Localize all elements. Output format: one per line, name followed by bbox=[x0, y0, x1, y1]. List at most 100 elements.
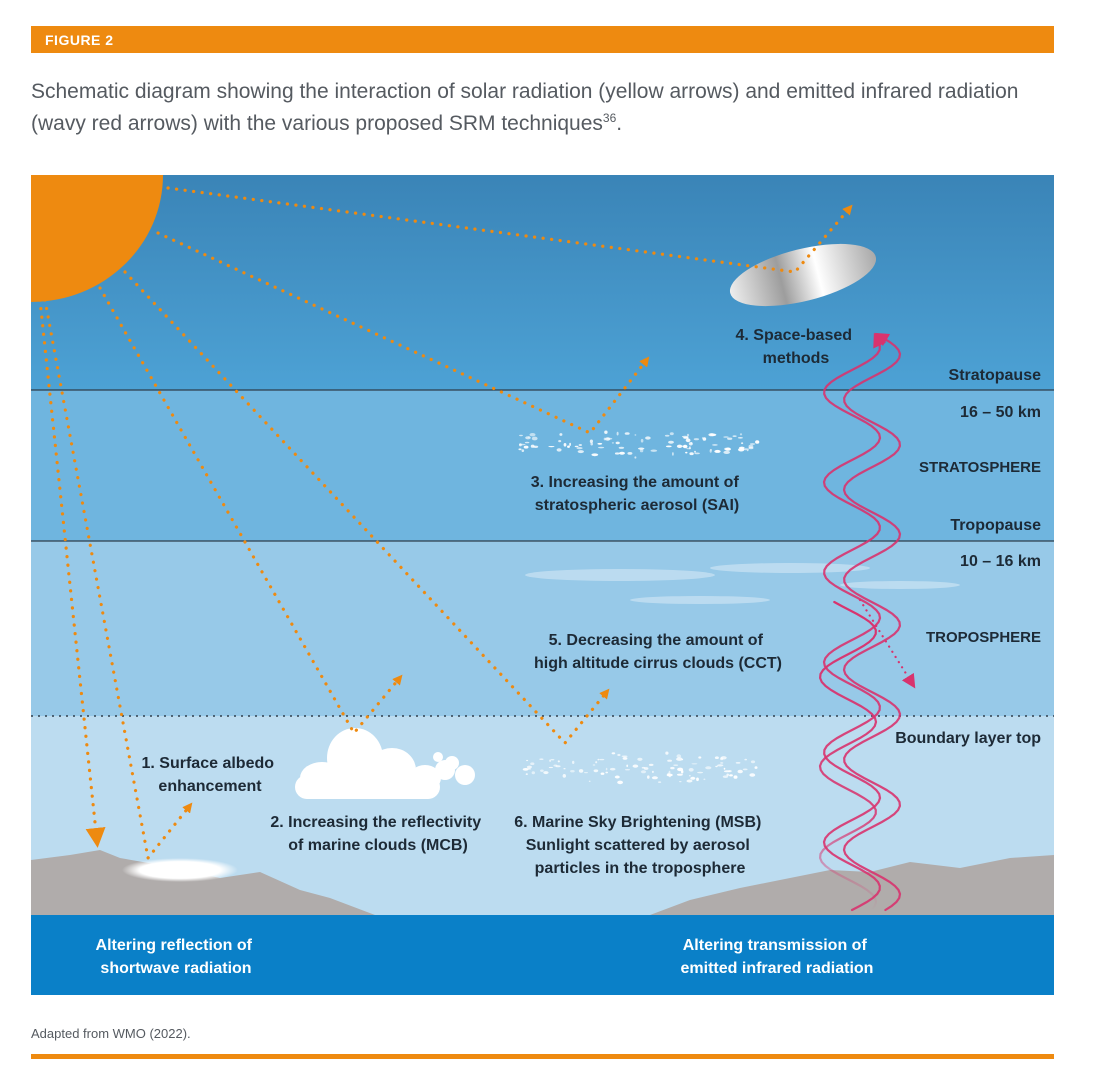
aerosol-particle bbox=[724, 770, 731, 772]
aerosol-particle bbox=[548, 446, 554, 447]
aerosol-particle bbox=[612, 752, 616, 754]
aerosol-particle bbox=[530, 433, 536, 436]
aerosol-particle bbox=[694, 438, 699, 440]
stratosphere-range: 16 – 50 km bbox=[960, 404, 1041, 421]
aerosol-particle bbox=[559, 433, 562, 436]
aerosol-particle bbox=[533, 446, 538, 448]
aerosol-particle bbox=[593, 764, 596, 765]
aerosol-particle bbox=[686, 438, 691, 442]
source-note: Adapted from WMO (2022). bbox=[31, 1026, 191, 1041]
aerosol-particle bbox=[685, 452, 687, 454]
aerosol-particle bbox=[649, 764, 654, 766]
aerosol-particle bbox=[686, 448, 691, 449]
aerosol-particle bbox=[698, 756, 701, 758]
aerosol-particle bbox=[679, 781, 682, 782]
technique-2-line1: 2. Increasing the reflectivity bbox=[270, 814, 481, 831]
aerosol-particle bbox=[740, 433, 742, 435]
aerosol-particle bbox=[652, 776, 658, 779]
aerosol-particle bbox=[689, 452, 693, 455]
aerosol-particle bbox=[526, 773, 528, 775]
aerosol-particle bbox=[572, 761, 574, 764]
aerosol-particle bbox=[750, 443, 755, 445]
aerosol-particle bbox=[640, 449, 643, 452]
aerosol-particle bbox=[687, 780, 693, 783]
aerosol-particle bbox=[570, 770, 575, 772]
technique-1-line2: enhancement bbox=[158, 778, 262, 795]
aerosol-particle bbox=[558, 440, 561, 442]
aerosol-particle bbox=[564, 443, 567, 447]
aerosol-particle bbox=[677, 445, 682, 448]
aerosol-particle bbox=[690, 777, 695, 780]
aerosol-particle bbox=[697, 772, 703, 774]
aerosol-particle bbox=[558, 760, 560, 762]
aerosol-particle bbox=[634, 456, 636, 458]
aerosol-particle bbox=[670, 767, 674, 769]
aerosol-particle bbox=[617, 781, 623, 785]
aerosol-particle bbox=[683, 445, 688, 449]
technique-6-line1: 6. Marine Sky Brightening (MSB) bbox=[514, 814, 761, 831]
technique-5-line2: high altitude cirrus clouds (CCT) bbox=[534, 655, 782, 672]
aerosol-particle bbox=[522, 449, 525, 452]
aerosol-particle bbox=[677, 768, 683, 772]
stratosphere-label: STRATOSPHERE bbox=[919, 459, 1041, 476]
aerosol-particle bbox=[604, 438, 607, 441]
aerosol-particle bbox=[749, 773, 755, 777]
troposphere-range: 10 – 16 km bbox=[960, 553, 1041, 570]
aerosol-particle bbox=[694, 453, 700, 455]
aerosol-particle bbox=[705, 766, 711, 769]
aerosol-particle bbox=[577, 447, 583, 449]
aerosol-particle bbox=[723, 436, 728, 438]
aerosol-particle bbox=[710, 449, 712, 451]
aerosol-particle bbox=[619, 447, 625, 449]
troposphere-label: TROPOSPHERE bbox=[926, 629, 1041, 646]
aerosol-particle bbox=[605, 772, 608, 774]
aerosol-particle bbox=[575, 446, 579, 447]
aerosol-particle bbox=[721, 756, 727, 759]
aerosol-particle bbox=[595, 761, 597, 763]
aerosol-particle bbox=[525, 436, 531, 439]
aerosol-particle bbox=[723, 775, 728, 778]
aerosol-particle bbox=[725, 448, 731, 451]
aerosol-particle bbox=[625, 769, 630, 770]
technique-3-line2: stratospheric aerosol (SAI) bbox=[535, 497, 740, 514]
technique-5-line1: 5. Decreasing the amount of bbox=[549, 632, 764, 649]
aerosol-particle bbox=[647, 775, 650, 778]
aerosol-particle bbox=[590, 443, 593, 446]
aerosol-particle bbox=[622, 756, 628, 757]
aerosol-particle bbox=[720, 762, 723, 764]
aerosol-particle bbox=[665, 435, 670, 437]
aerosol-particle bbox=[549, 767, 553, 768]
aerosol-particle bbox=[667, 760, 672, 762]
aerosol-particle bbox=[563, 774, 566, 778]
technique-4-line2: methods bbox=[763, 350, 830, 367]
footer-right-line2: emitted infrared radiation bbox=[681, 960, 874, 977]
aerosol-particle bbox=[579, 769, 583, 773]
footer-right-line1: Altering transmission of bbox=[683, 937, 868, 954]
troposphere-layer bbox=[31, 541, 1054, 716]
aerosol-particle bbox=[519, 435, 523, 436]
aerosol-particle bbox=[676, 757, 683, 761]
aerosol-particle bbox=[712, 444, 718, 446]
aerosol-particle bbox=[616, 442, 620, 445]
aerosol-particle bbox=[532, 437, 538, 441]
aerosol-particle bbox=[641, 439, 644, 443]
aerosol-particle bbox=[543, 771, 548, 774]
technique-3-line1: 3. Increasing the amount of bbox=[531, 474, 740, 491]
aerosol-particle bbox=[687, 434, 689, 437]
aerosol-particle bbox=[689, 442, 693, 445]
aerosol-particle bbox=[532, 771, 535, 774]
aerosol-particle bbox=[715, 756, 719, 759]
aerosol-particle bbox=[598, 759, 600, 761]
aerosol-particle bbox=[637, 758, 642, 761]
aerosol-particle bbox=[741, 442, 743, 444]
aerosol-particle bbox=[597, 443, 602, 445]
aerosol-particle bbox=[557, 448, 562, 451]
aerosol-particle bbox=[641, 770, 646, 773]
aerosol-particle bbox=[673, 765, 678, 766]
aerosol-particle bbox=[743, 769, 748, 771]
aerosol-particle bbox=[563, 768, 565, 769]
aerosol-particle bbox=[591, 453, 598, 456]
technique-4-line1: 4. Space-based bbox=[736, 327, 853, 344]
aerosol-particle bbox=[714, 450, 720, 453]
aerosol-particle bbox=[553, 765, 557, 767]
